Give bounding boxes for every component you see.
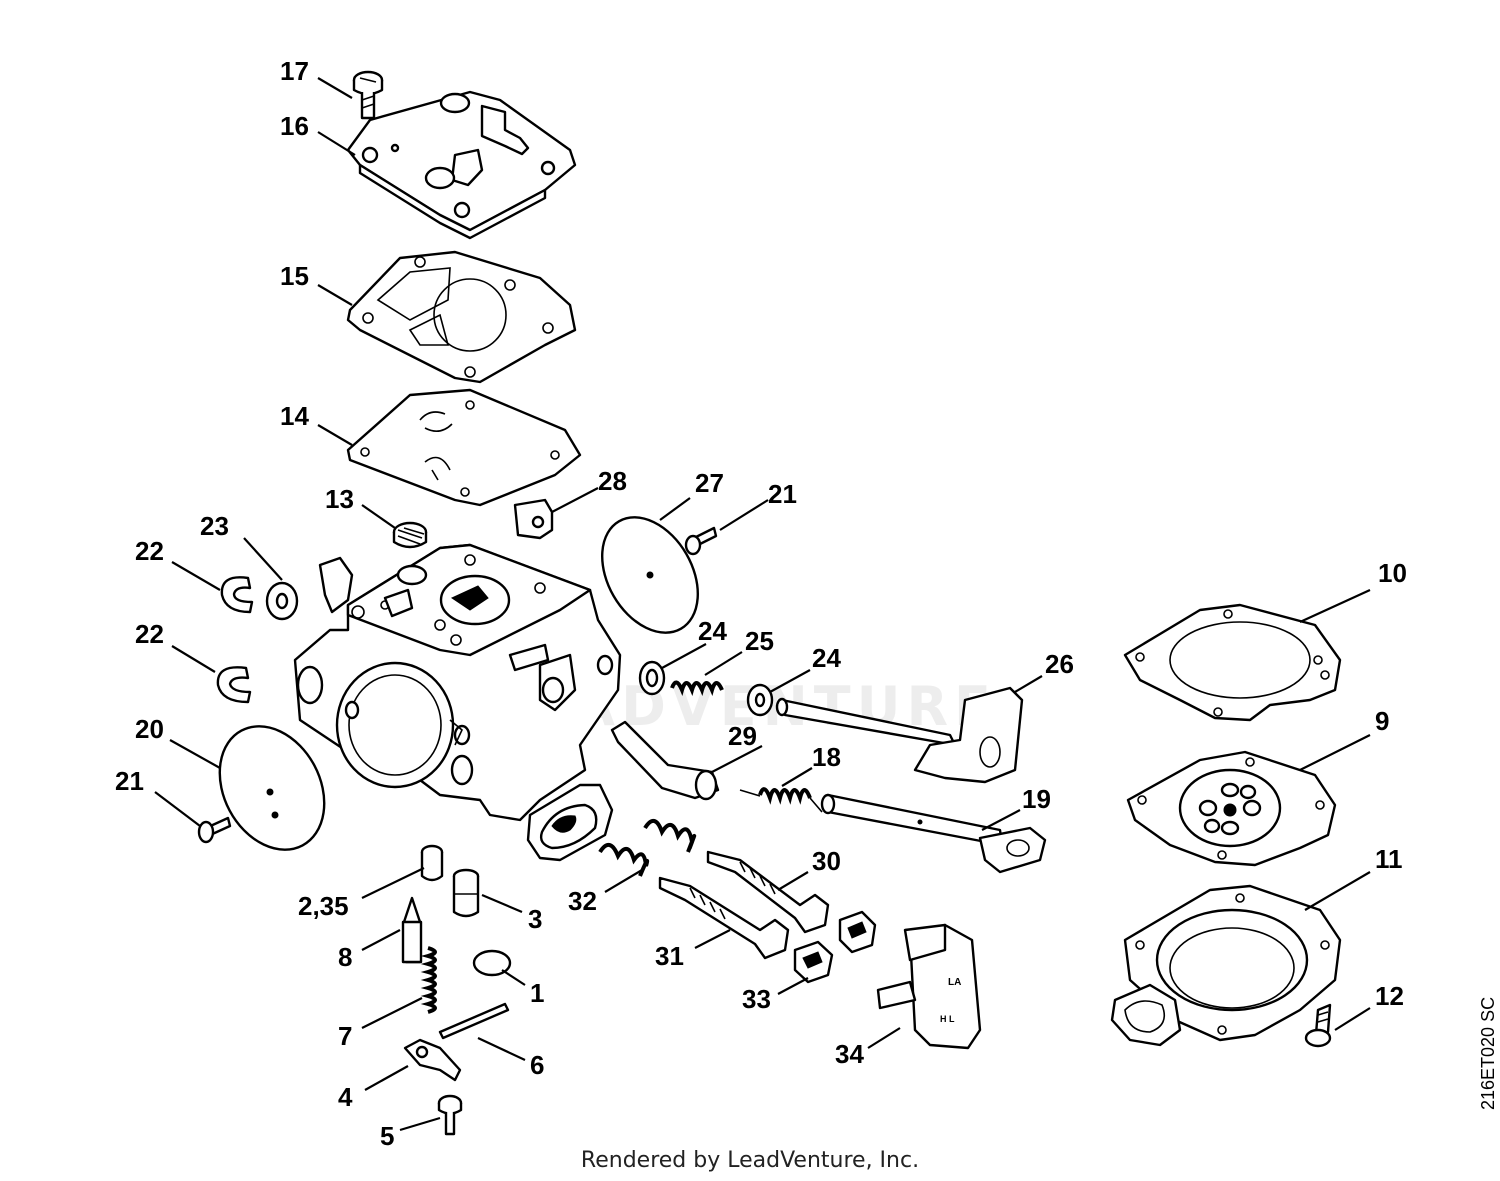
part-5-screw[interactable] bbox=[437, 1094, 463, 1136]
label-10: 10 bbox=[1378, 558, 1407, 588]
leader-lines bbox=[154, 77, 1371, 1132]
label-19: 19 bbox=[1022, 784, 1051, 814]
part-23-washer[interactable] bbox=[265, 581, 299, 621]
label-20: 20 bbox=[135, 714, 164, 744]
label-27: 27 bbox=[695, 468, 724, 498]
part-29-lever[interactable] bbox=[610, 720, 720, 801]
part-4-inlet-lever[interactable] bbox=[403, 1038, 462, 1082]
label-34: 34 bbox=[835, 1039, 864, 1069]
part-2-35-cap[interactable] bbox=[420, 844, 444, 882]
label-11: 11 bbox=[1375, 844, 1403, 874]
label-31: 31 bbox=[655, 941, 684, 971]
label-28: 28 bbox=[598, 466, 627, 496]
label-32: 32 bbox=[568, 886, 597, 916]
part-32-spring-lower[interactable] bbox=[598, 843, 650, 877]
label-16: 16 bbox=[280, 111, 309, 141]
label-22-lower: 22 bbox=[135, 619, 164, 649]
label-18: 18 bbox=[812, 742, 841, 772]
lever-mark-upper: LA bbox=[948, 977, 961, 988]
label-24-left: 24 bbox=[698, 616, 727, 646]
part-8-needle-valve[interactable] bbox=[401, 896, 423, 964]
part-21-screw-lower[interactable] bbox=[197, 816, 232, 844]
part-6-pin[interactable] bbox=[438, 1002, 510, 1040]
label-33: 33 bbox=[742, 984, 771, 1014]
part-3-fitting[interactable] bbox=[452, 868, 480, 918]
part-32-spring-upper[interactable] bbox=[643, 819, 697, 853]
part-7-spring[interactable] bbox=[420, 946, 437, 1014]
label-25: 25 bbox=[745, 626, 774, 656]
part-22-eclip-lower[interactable] bbox=[216, 666, 252, 704]
label-1: 1 bbox=[530, 978, 544, 1008]
label-21-lower: 21 bbox=[115, 766, 144, 796]
label-12: 12 bbox=[1375, 981, 1404, 1011]
part-34-lever[interactable]: LA H L bbox=[876, 923, 982, 1050]
label-5: 5 bbox=[380, 1121, 394, 1151]
outlet-flange[interactable] bbox=[526, 783, 614, 862]
label-9: 9 bbox=[1375, 706, 1389, 736]
label-15: 15 bbox=[280, 261, 309, 291]
part-22-eclip-upper[interactable] bbox=[220, 576, 254, 614]
lever-mark-lower: H L bbox=[940, 1014, 955, 1024]
label-6: 6 bbox=[530, 1050, 544, 1080]
label-22-upper: 22 bbox=[135, 536, 164, 566]
part-9-diaphragm[interactable] bbox=[1126, 750, 1337, 867]
part-11-cover[interactable] bbox=[1110, 884, 1342, 1047]
part-10-gasket[interactable] bbox=[1123, 603, 1342, 722]
part-19-choke-shaft[interactable] bbox=[820, 793, 1047, 874]
part-15-gasket[interactable] bbox=[346, 250, 577, 384]
part-24-washer-left[interactable] bbox=[638, 660, 666, 696]
label-8: 8 bbox=[338, 942, 352, 972]
label-24-right: 24 bbox=[812, 643, 841, 673]
label-14: 14 bbox=[280, 401, 309, 431]
part-33-cap-lower[interactable] bbox=[793, 940, 834, 984]
part-26-throttle-shaft[interactable] bbox=[775, 686, 1024, 784]
part-33-cap-upper[interactable] bbox=[838, 910, 877, 954]
part-14-plate[interactable] bbox=[346, 388, 582, 507]
label-21-upper: 21 bbox=[768, 479, 797, 509]
part-12-screw[interactable] bbox=[1304, 1003, 1332, 1048]
label-13: 13 bbox=[325, 484, 354, 514]
part-25-spring[interactable] bbox=[670, 680, 724, 696]
part-18-spring[interactable] bbox=[739, 787, 823, 813]
label-7: 7 bbox=[338, 1021, 352, 1051]
part-17-screw[interactable] bbox=[352, 70, 384, 120]
part-13-screen[interactable] bbox=[392, 521, 428, 549]
part-24-washer-right[interactable] bbox=[746, 683, 774, 717]
label-17: 17 bbox=[280, 56, 309, 86]
part-labels: 17 16 15 14 13 28 27 21 23 22 22 20 21 2… bbox=[115, 56, 1407, 1151]
part-20-choke-plate[interactable] bbox=[199, 708, 345, 868]
part-27-throttle-plate[interactable] bbox=[583, 500, 718, 649]
part-1-disc[interactable] bbox=[472, 949, 512, 977]
label-2-35: 2,35 bbox=[298, 891, 349, 921]
label-23: 23 bbox=[200, 511, 229, 541]
part-21-screw-upper[interactable] bbox=[684, 526, 718, 556]
label-30: 30 bbox=[812, 846, 841, 876]
carburetor-body[interactable] bbox=[293, 543, 622, 822]
label-26: 26 bbox=[1045, 649, 1074, 679]
drawing-code: 216ET020 SC bbox=[1478, 996, 1498, 1110]
label-3: 3 bbox=[528, 904, 542, 934]
label-29: 29 bbox=[728, 721, 757, 751]
part-16-cover[interactable] bbox=[346, 90, 577, 240]
label-4: 4 bbox=[338, 1082, 353, 1112]
footer-credit: Rendered by LeadVenture, Inc. bbox=[580, 1148, 920, 1173]
part-31-needle[interactable] bbox=[658, 876, 790, 960]
part-28-clip[interactable] bbox=[513, 498, 554, 540]
